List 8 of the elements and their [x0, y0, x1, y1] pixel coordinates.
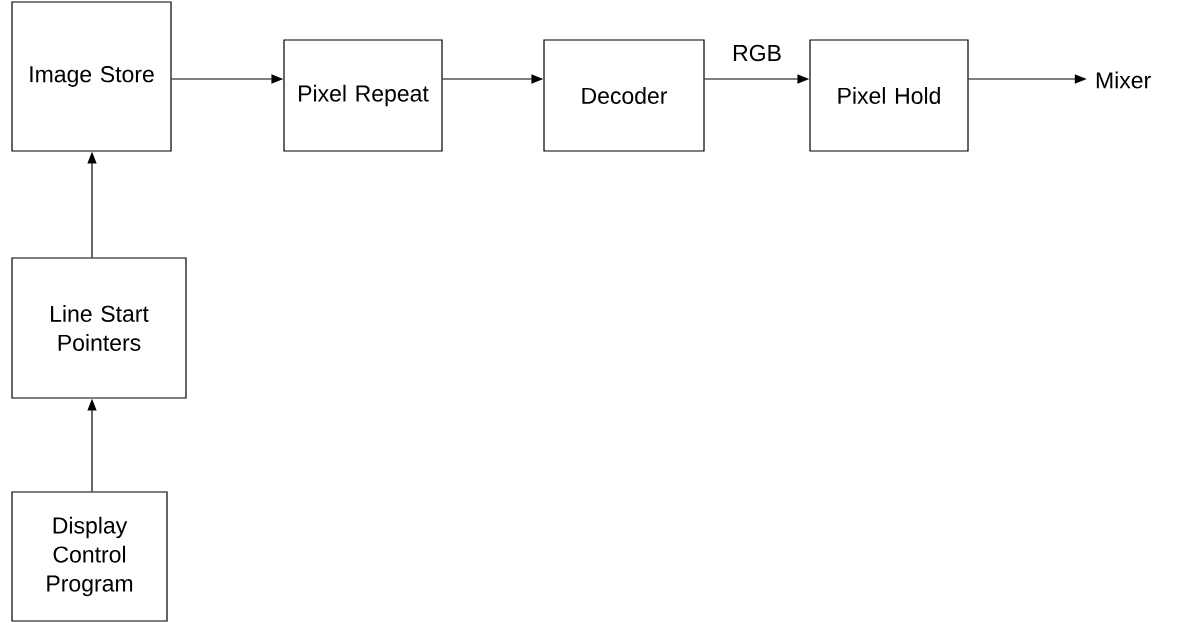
process-box: Line Start Pointers — [11, 257, 187, 399]
process-box: Decoder — [543, 39, 705, 152]
process-box: Pixel Repeat — [283, 39, 443, 152]
output-label: Mixer — [1096, 71, 1151, 89]
edge-label: RGB — [731, 43, 783, 63]
process-box: Display Control Program — [11, 491, 168, 622]
process-box: Image Store — [11, 1, 172, 152]
process-box: Pixel Hold — [809, 39, 969, 152]
